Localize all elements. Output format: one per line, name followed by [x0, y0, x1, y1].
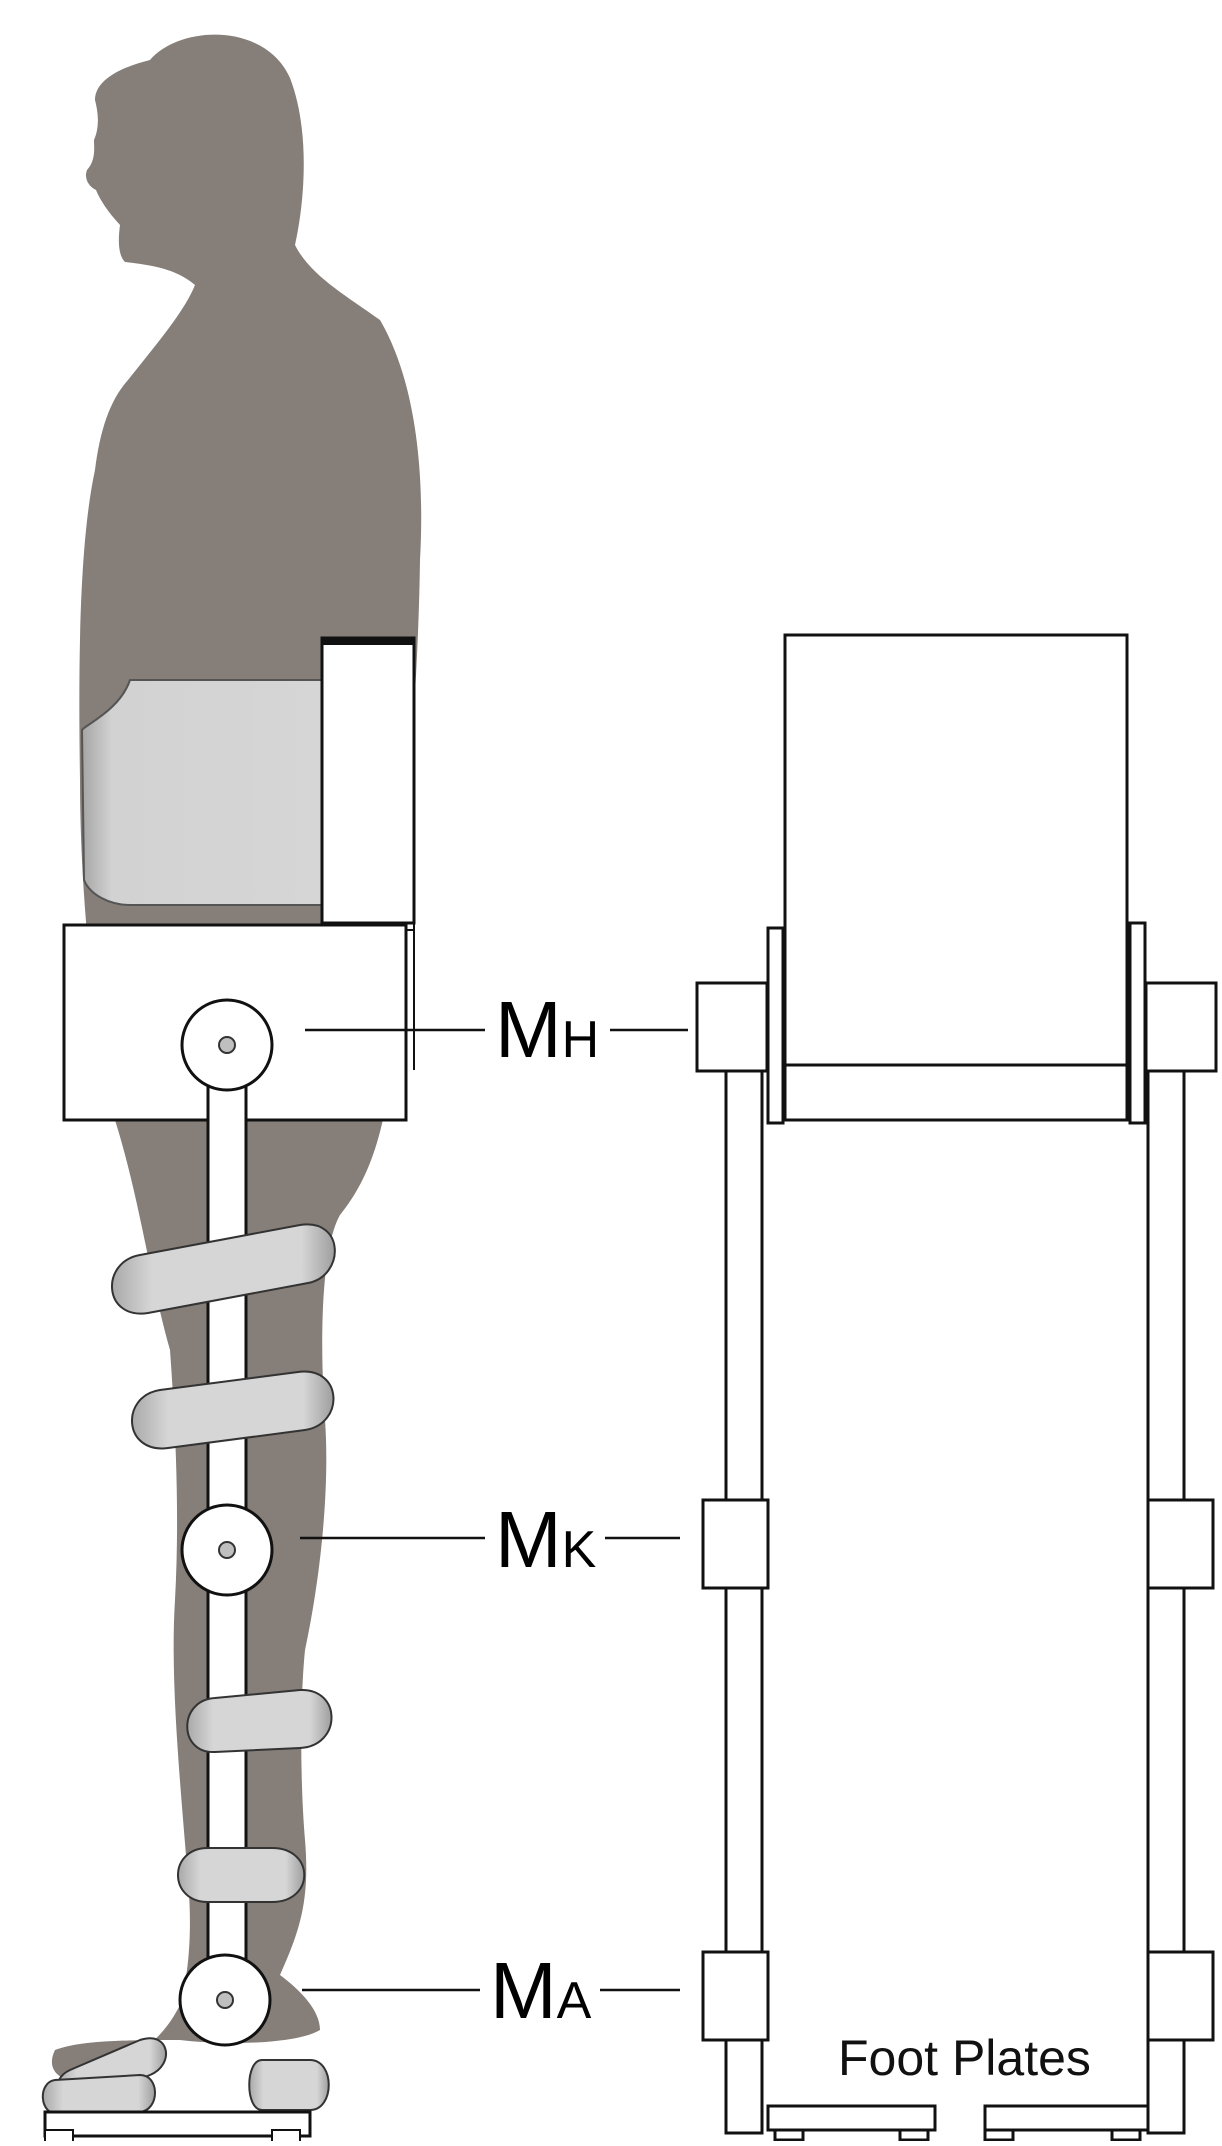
motor-labels: MH MK MA [300, 985, 688, 2035]
foot-plates-label: Foot Plates [838, 2030, 1091, 2086]
front-left-ankle-motor [701, 1950, 770, 2042]
ankle-motor-label: MA [490, 1946, 592, 2035]
foot-straps [41, 2037, 330, 2117]
waist-belt [80, 679, 331, 906]
front-left-foot-plate [766, 2104, 937, 2132]
front-view [695, 633, 1218, 2142]
front-pelvic-plate [783, 1063, 1129, 1122]
front-left-knee-motor [701, 1498, 770, 1590]
knee-motor-label: MK [495, 1495, 597, 1584]
ankle-joint [178, 1953, 272, 2047]
front-right-ankle-motor [1146, 1950, 1215, 2042]
front-right-hip-motor [1144, 981, 1218, 1073]
thigh-straps [111, 1223, 336, 1450]
shank-straps [177, 1688, 333, 1903]
side-view [41, 34, 422, 2143]
back-pack [320, 636, 416, 925]
front-left-hip-motor [695, 981, 769, 1073]
hip-joint [180, 998, 274, 1092]
front-right-knee-motor [1146, 1498, 1215, 1590]
side-foot-plate [43, 2110, 312, 2138]
hip-motor-label: MH [495, 985, 599, 1074]
front-right-foot-plate [983, 2104, 1150, 2132]
knee-joint [180, 1503, 274, 1597]
front-back-pack [783, 633, 1129, 1067]
